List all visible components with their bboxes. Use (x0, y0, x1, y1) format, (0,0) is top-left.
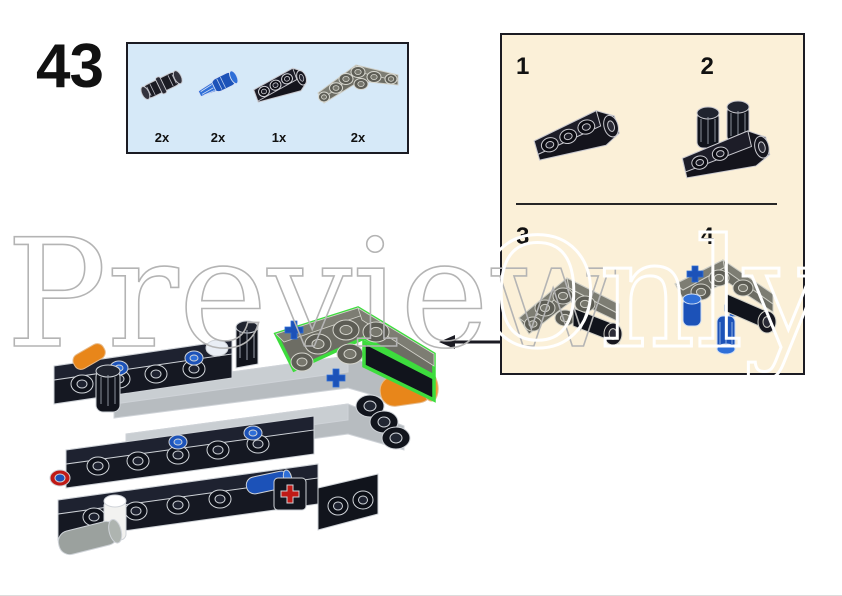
parts-callout-box: 2x 2x (126, 42, 409, 154)
model-svg (49, 306, 439, 556)
substep-4-label: 4 (700, 223, 714, 250)
part-item-axle-pin-blue: 2x (190, 42, 246, 146)
substep-1-art (502, 77, 653, 199)
part-item-beam-3l-black: 1x (246, 42, 312, 146)
part-quantity: 1x (271, 130, 287, 145)
substep-4: 4 (653, 205, 804, 373)
beam-3l-black-icon (246, 42, 312, 130)
highlighted-new-part (273, 306, 436, 403)
triangle-beam-dark-gray-icon (312, 42, 404, 130)
part-quantity: 2x (210, 130, 226, 145)
axle-pin-blue-icon (190, 42, 246, 130)
part-item-pin-black-friction: 2x (134, 42, 190, 146)
substep-2: 2 (653, 35, 804, 203)
substep-1: 1 (502, 35, 653, 203)
pin-black-friction-icon (134, 42, 190, 130)
panel-to-model-arrow (437, 332, 503, 352)
substep-1-label: 1 (516, 53, 530, 80)
substep-2-art (653, 77, 804, 199)
part-quantity: 2x (154, 130, 170, 145)
substep-3-label: 3 (516, 223, 530, 250)
part-item-triangle-beam-dark-gray: 2x (312, 42, 404, 146)
substep-4-art (653, 247, 804, 369)
step-number: 43 (36, 32, 104, 101)
model-illustration (18, 238, 458, 568)
part-quantity: 2x (350, 130, 366, 145)
substep-3-art (502, 247, 653, 369)
substep-panel: 1 (500, 33, 805, 375)
substep-3: 3 (502, 205, 653, 373)
parts-list: 2x 2x (128, 44, 407, 152)
substep-2-label: 2 (700, 53, 714, 80)
substep-separator (516, 203, 777, 205)
